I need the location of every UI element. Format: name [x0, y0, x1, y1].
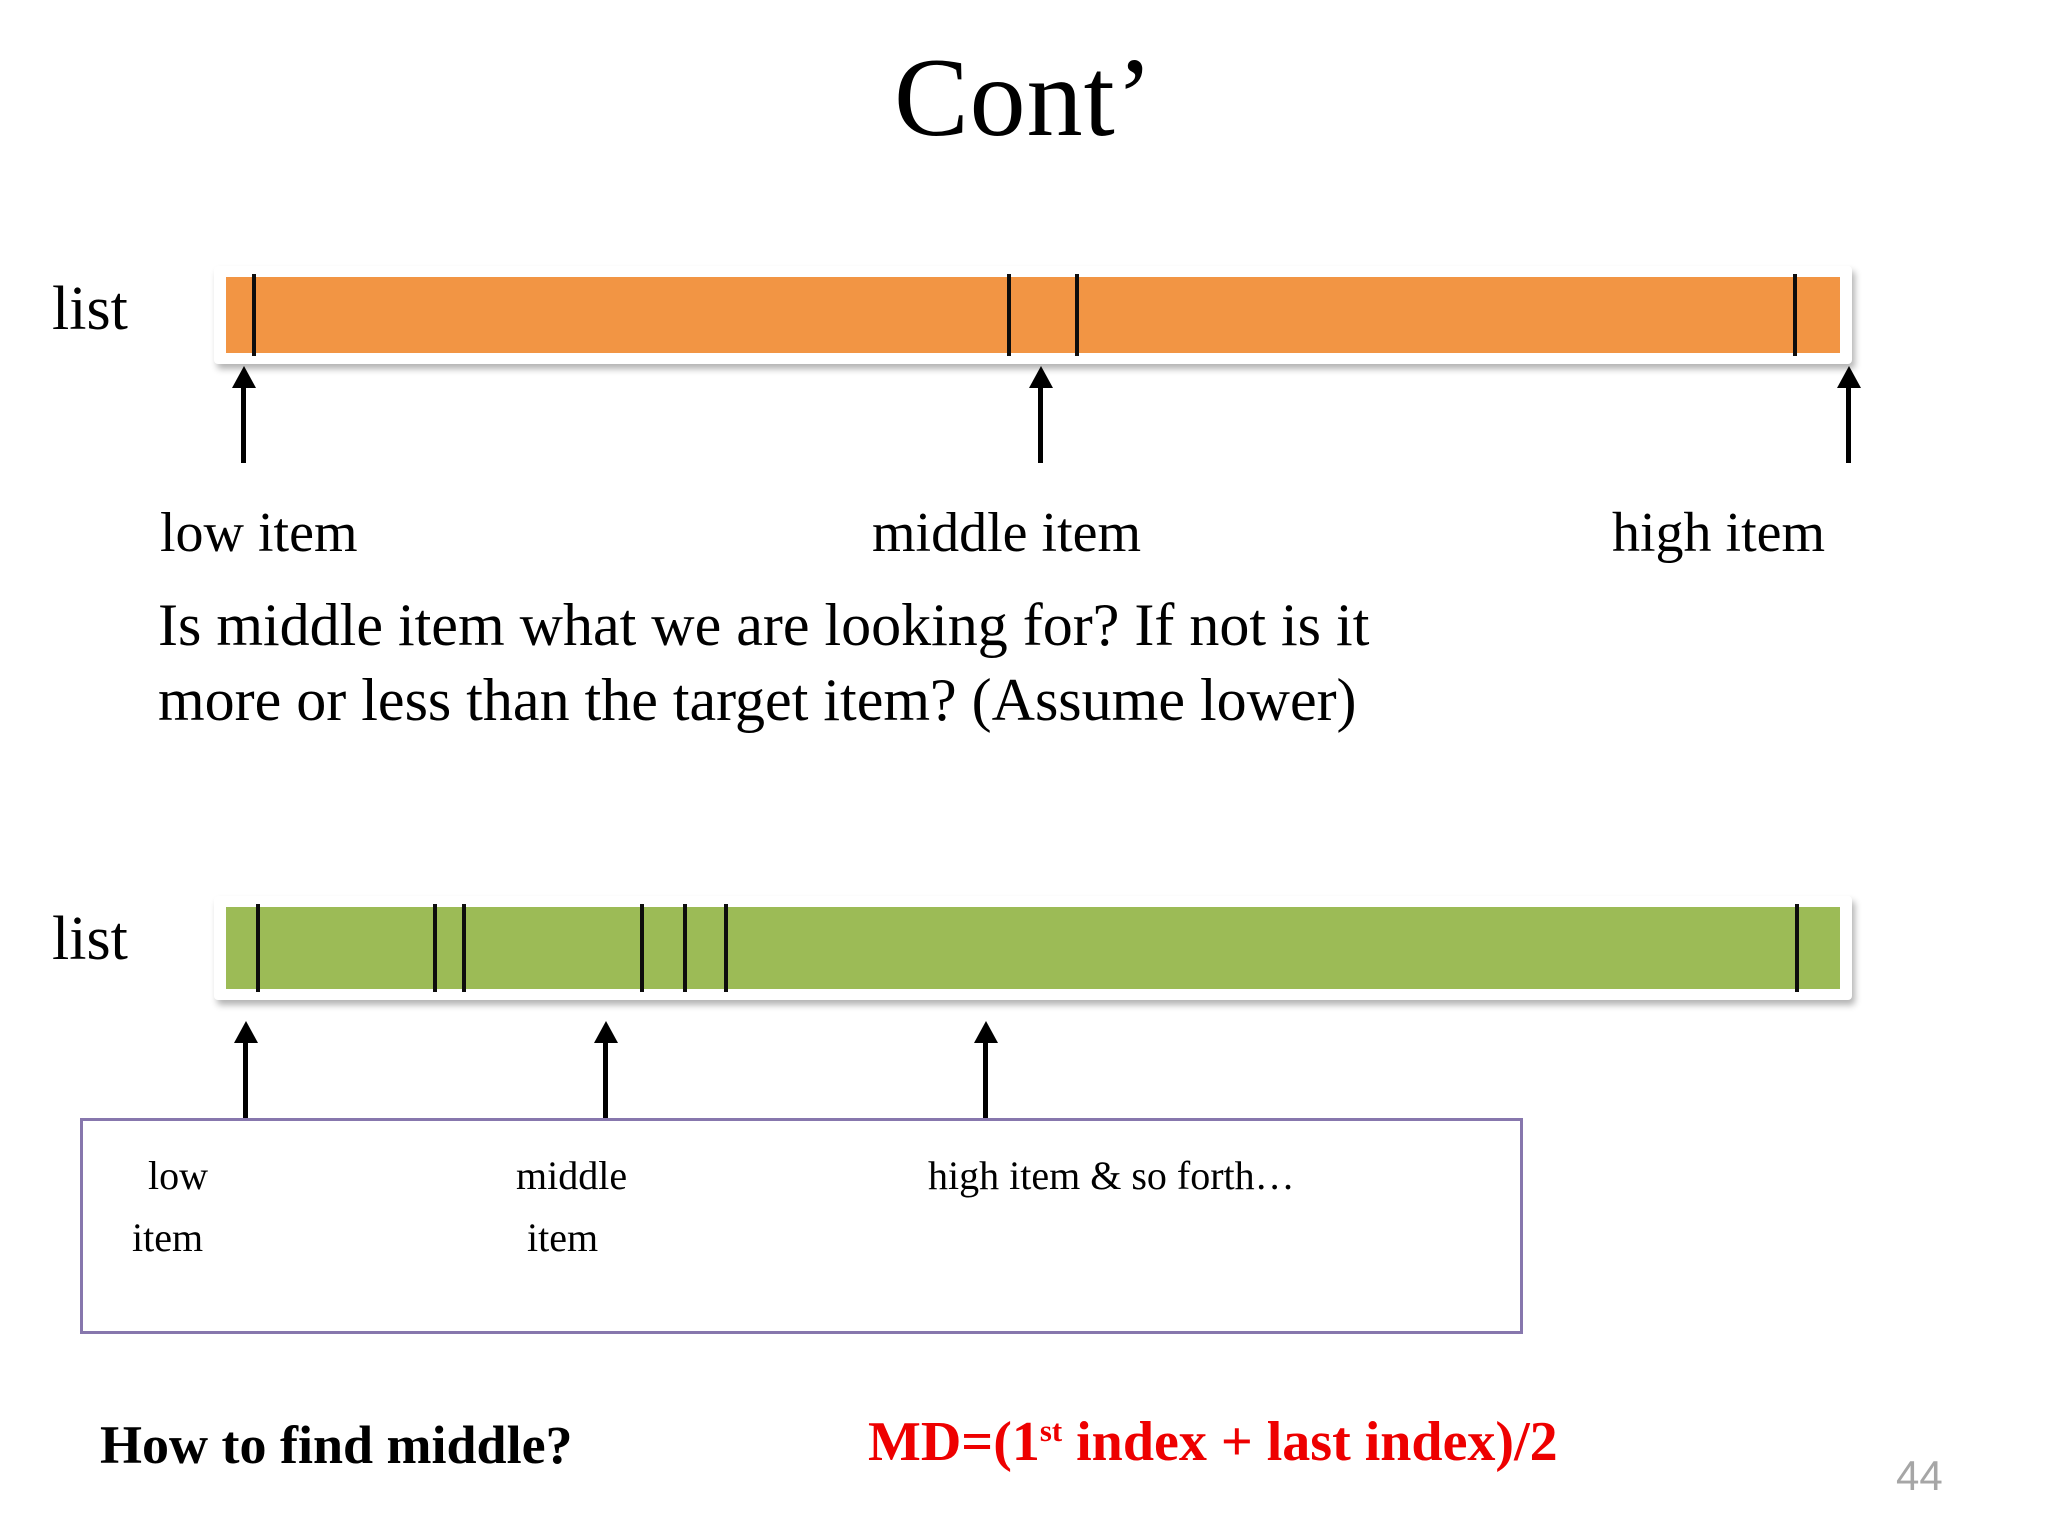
- tick-mark: [1793, 274, 1797, 356]
- page-number: 44: [1896, 1452, 1943, 1499]
- body-line-1: Is middle item what we are looking for? …: [158, 592, 1370, 658]
- tick-mark: [1795, 904, 1799, 992]
- orange-bar-fill: [226, 274, 1840, 356]
- callout-low-line1: low: [148, 1153, 208, 1198]
- callout-middle-line1: middle: [516, 1153, 628, 1198]
- callout-high-line1: high item & so forth…: [928, 1153, 1295, 1198]
- arrow-high-item-2: [983, 1040, 988, 1118]
- tick-mark: [252, 274, 256, 356]
- formula-superscript: st: [1039, 1413, 1063, 1448]
- how-to-find-middle-text: How to find middle?: [100, 1415, 573, 1475]
- tick-mark: [256, 904, 260, 992]
- green-list-bar: [214, 896, 1852, 1000]
- body-line-2: more or less than the target item? (Assu…: [158, 667, 1357, 733]
- caption-low-item: low item: [160, 502, 358, 564]
- callout-box: [80, 1118, 1523, 1334]
- green-bar-fill: [226, 904, 1840, 992]
- formula-prefix: MD=(1: [868, 1411, 1040, 1473]
- arrow-middle-item: [1038, 385, 1043, 463]
- tick-mark: [1007, 274, 1011, 356]
- formula-suffix: index + last index)/2: [1062, 1411, 1558, 1473]
- tick-mark: [683, 904, 687, 992]
- caption-middle-item: middle item: [872, 502, 1142, 564]
- callout-low-line2: item: [132, 1215, 204, 1260]
- orange-list-bar: [214, 266, 1852, 364]
- tick-mark: [724, 904, 728, 992]
- list-label-bottom: list: [52, 905, 128, 973]
- arrow-high-item: [1846, 385, 1851, 463]
- arrow-low-item: [241, 385, 246, 463]
- middle-index-formula: MD=(1st index + last index)/2: [868, 1410, 1558, 1474]
- callout-middle-line2: item: [527, 1215, 599, 1260]
- tick-mark: [433, 904, 437, 992]
- body-paragraph: Is middle item what we are looking for? …: [158, 588, 1858, 738]
- page-title: Cont’: [893, 36, 1155, 160]
- tick-mark: [462, 904, 466, 992]
- arrow-middle-item-2: [603, 1040, 608, 1118]
- arrow-low-item-2: [243, 1040, 248, 1118]
- caption-high-item: high item: [1612, 502, 1826, 564]
- tick-mark: [1075, 274, 1079, 356]
- list-label-top: list: [52, 275, 128, 343]
- tick-mark: [640, 904, 644, 992]
